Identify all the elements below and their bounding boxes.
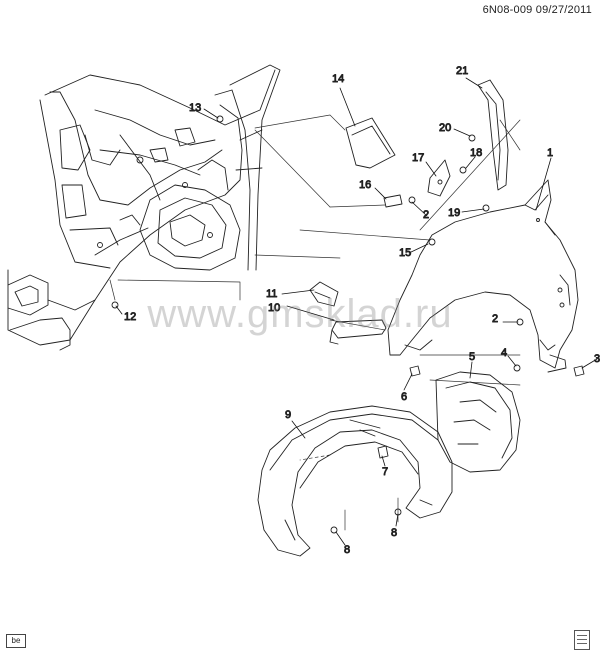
part-2-nut-upper [408, 196, 416, 204]
part-5-liner [435, 371, 521, 473]
callout-15: 15 [399, 247, 411, 259]
callout-6: 6 [401, 391, 407, 403]
callout-18: 18 [470, 147, 482, 159]
body-structure [7, 64, 281, 351]
callout-8-right: 8 [391, 527, 397, 539]
callout-21: 21 [456, 65, 468, 77]
part-16-bracket [383, 194, 403, 208]
callout-5: 5 [469, 351, 475, 363]
callouts: 1 2 2 3 4 5 6 7 8 8 9 10 11 12 13 14 15 … [124, 65, 600, 557]
callout-2-upper: 2 [423, 209, 429, 221]
guide-lines [109, 114, 521, 531]
callout-16: 16 [359, 179, 371, 191]
callout-1: 1 [547, 147, 553, 159]
part-4-nut [513, 364, 521, 372]
part-1-fender [387, 179, 579, 373]
part-15-bolt [428, 238, 436, 246]
callout-11: 11 [266, 288, 277, 300]
part-19-nut [482, 204, 490, 212]
callout-8-left: 8 [344, 544, 350, 556]
part-3-bolt [573, 365, 585, 377]
part-21-seal [477, 79, 509, 191]
part-8-screw-left [330, 526, 338, 534]
callout-19: 19 [448, 207, 460, 219]
part-10-bracket [329, 319, 387, 345]
part-9-wheelhouse-liner [257, 405, 453, 557]
callout-7: 7 [382, 466, 388, 478]
part-6-bolt [409, 365, 421, 377]
part-11-bracket [309, 281, 339, 307]
callout-3: 3 [594, 353, 600, 365]
document-icon [574, 630, 590, 650]
callout-4: 4 [501, 347, 507, 359]
callout-9: 9 [285, 409, 291, 421]
callout-leaders [115, 77, 598, 546]
callout-14: 14 [332, 73, 344, 85]
part-18-nut [459, 166, 467, 174]
callout-13: 13 [189, 102, 201, 114]
part-13-nut [216, 115, 224, 123]
part-12-nut [111, 301, 119, 309]
callout-12: 12 [124, 311, 136, 323]
part-14-insulator [345, 117, 396, 169]
part-20-nut [468, 134, 476, 142]
part-17-bracket [427, 159, 451, 197]
callout-20: 20 [439, 122, 451, 134]
language-badge: be [6, 634, 26, 648]
part-7-retainer [377, 445, 389, 459]
callout-10: 10 [268, 302, 280, 314]
callout-17: 17 [412, 152, 424, 164]
diagram-reference: 6N08-009 09/27/2011 [482, 4, 592, 16]
watermark: www.gmsklad.ru [147, 292, 453, 336]
callout-2-lower: 2 [492, 313, 498, 325]
